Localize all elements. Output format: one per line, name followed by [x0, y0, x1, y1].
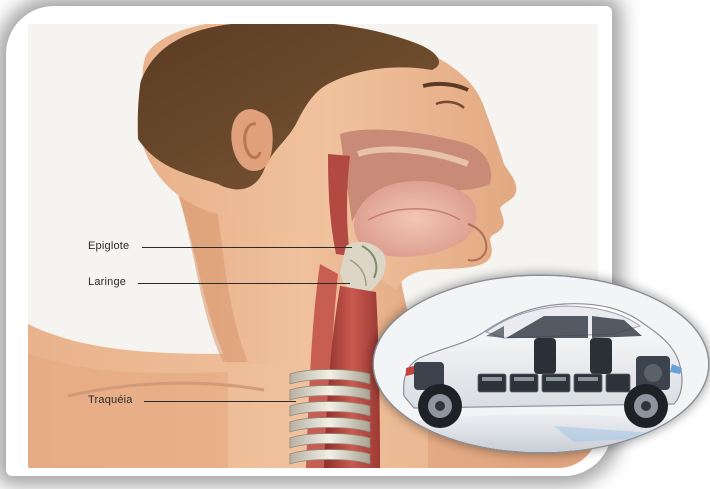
- car-image: [374, 276, 708, 452]
- label-traqueia: Traquéia: [88, 394, 133, 406]
- label-epiglote: Epiglote: [88, 240, 129, 252]
- leader-line-epiglote: [142, 247, 352, 248]
- label-laringe: Laringe: [88, 276, 126, 288]
- car-image-oval: [374, 276, 708, 452]
- leader-line-laringe: [138, 283, 350, 284]
- leader-line-traqueia: [144, 401, 296, 402]
